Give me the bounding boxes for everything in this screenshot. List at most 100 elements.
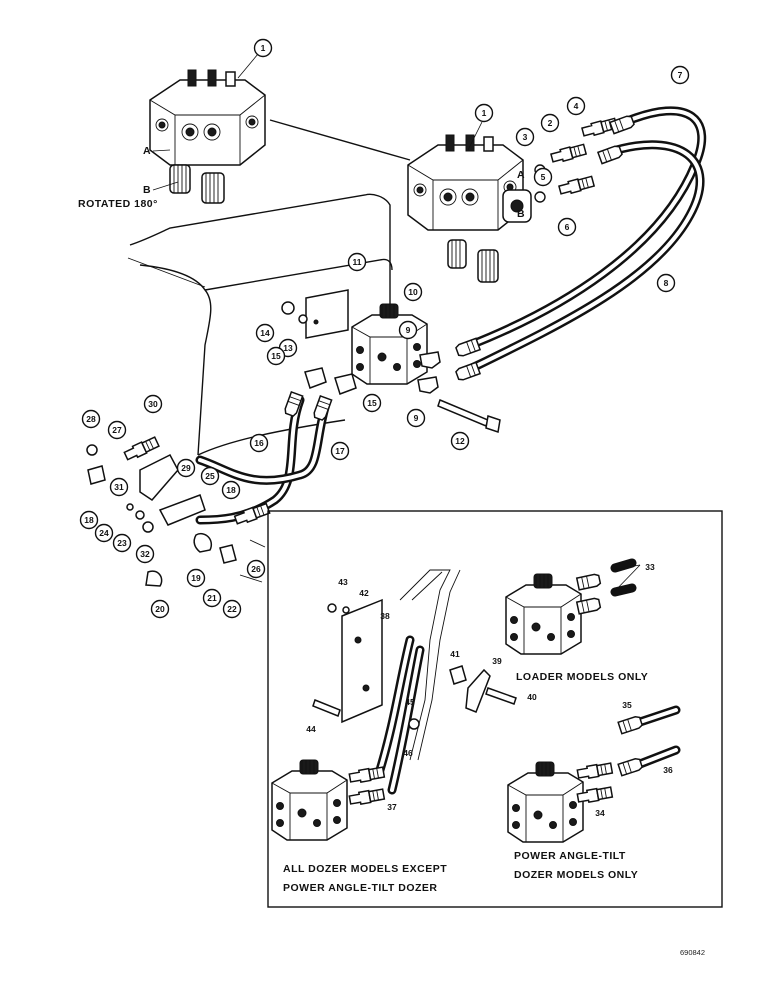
callout-circle xyxy=(670,65,690,85)
callout-circle xyxy=(186,568,206,588)
callout-circle xyxy=(221,480,241,500)
callout-c1b: 1 xyxy=(474,103,494,123)
port-a-left: A xyxy=(143,145,151,157)
part-number-n41: 41 xyxy=(450,649,460,659)
pat-caption-line2: DOZER MODELS ONLY xyxy=(514,869,638,881)
callout-circle xyxy=(403,282,423,302)
callout-number: 5 xyxy=(541,172,546,182)
callout-c20: 20 xyxy=(150,599,170,619)
control-valve-rotated xyxy=(149,69,266,204)
callout-c22: 22 xyxy=(222,599,242,619)
callout-c29: 29 xyxy=(176,458,196,478)
part-number-n39: 39 xyxy=(492,656,502,666)
callout-number: 25 xyxy=(205,471,215,481)
part-number-n37: 37 xyxy=(387,802,397,812)
callout-c14: 14 xyxy=(255,323,275,343)
callout-number: 28 xyxy=(86,414,96,424)
callout-c8: 8 xyxy=(656,273,676,293)
inset-block-loader xyxy=(505,573,582,655)
callouts-layer: 1123456789910111213141515161718181920212… xyxy=(79,38,690,619)
callout-number: 21 xyxy=(207,593,217,603)
part-number-n43: 43 xyxy=(338,577,348,587)
callout-c18b: 18 xyxy=(79,510,99,530)
hose-16 xyxy=(195,395,305,525)
part-number-n36: 36 xyxy=(663,765,673,775)
callout-number: 15 xyxy=(271,351,281,361)
callout-circle xyxy=(266,346,286,366)
callout-circle xyxy=(255,323,275,343)
part-number-n46: 46 xyxy=(403,748,413,758)
control-valve xyxy=(407,134,532,283)
part-number-n35: 35 xyxy=(622,700,632,710)
callout-circle xyxy=(79,510,99,530)
callout-c16: 16 xyxy=(249,433,269,453)
callout-circle xyxy=(222,599,242,619)
callout-circle xyxy=(107,420,127,440)
callout-c15a: 15 xyxy=(266,346,286,366)
callout-circle xyxy=(81,409,101,429)
callout-number: 8 xyxy=(664,278,669,288)
callout-number: 18 xyxy=(226,485,236,495)
callout-c11: 11 xyxy=(347,252,367,272)
callout-c9a: 9 xyxy=(398,320,418,340)
callout-number: 18 xyxy=(84,515,94,525)
callout-c5: 5 xyxy=(533,167,553,187)
inset-block-pat xyxy=(507,761,584,843)
dozer-caption-line2: POWER ANGLE-TILT DOZER xyxy=(283,882,438,894)
inset-block-dozer xyxy=(271,759,348,841)
callout-circle xyxy=(246,559,266,579)
loader-hoses xyxy=(610,558,637,597)
callout-c32: 32 xyxy=(135,544,155,564)
callout-number: 13 xyxy=(283,343,293,353)
callout-number: 16 xyxy=(254,438,264,448)
hydraulic-tank xyxy=(127,193,393,456)
relief-valve-block xyxy=(351,303,428,385)
cover-plate xyxy=(305,289,349,339)
callout-c15b: 15 xyxy=(362,393,382,413)
callout-number: 23 xyxy=(117,538,127,548)
pat-caption-line1: POWER ANGLE-TILT xyxy=(514,850,626,862)
callout-c4: 4 xyxy=(566,96,586,116)
part-number-n34: 34 xyxy=(595,808,605,818)
rotated-label: ROTATED 180° xyxy=(78,198,158,210)
callout-circle xyxy=(515,127,535,147)
elbow-fittings xyxy=(304,367,357,395)
callout-c25: 25 xyxy=(200,466,220,486)
callout-number: 29 xyxy=(181,463,191,473)
callout-number: 12 xyxy=(455,436,465,446)
part-number-n44: 44 xyxy=(306,724,316,734)
part-number-n40: 40 xyxy=(527,692,537,702)
port-b-left: B xyxy=(143,184,151,196)
inset-frame xyxy=(267,510,723,908)
callout-number: 15 xyxy=(367,398,377,408)
callout-circle xyxy=(94,523,114,543)
callout-number: 27 xyxy=(112,425,122,435)
callout-c17: 17 xyxy=(330,441,350,461)
callout-circle xyxy=(347,252,367,272)
callout-circle xyxy=(656,273,676,293)
hose-8 xyxy=(463,140,705,375)
callout-circle xyxy=(253,38,273,58)
callout-circle xyxy=(176,458,196,478)
figure-id: 690842 xyxy=(680,948,705,957)
inset-dozer-assembly xyxy=(312,569,517,795)
callout-number: 30 xyxy=(148,399,158,409)
callout-circle xyxy=(533,167,553,187)
callout-number: 31 xyxy=(114,482,124,492)
callout-c19: 19 xyxy=(186,568,206,588)
callout-circle xyxy=(143,394,163,414)
callout-c21: 21 xyxy=(202,588,222,608)
callout-c30: 30 xyxy=(143,394,163,414)
callout-c31: 31 xyxy=(109,477,129,497)
callout-number: 10 xyxy=(408,287,418,297)
callout-number: 32 xyxy=(140,549,150,559)
callout-number: 19 xyxy=(191,573,201,583)
part-number-n33: 33 xyxy=(645,562,655,572)
callout-c26: 26 xyxy=(246,559,266,579)
callout-c2: 2 xyxy=(540,113,560,133)
callout-circle xyxy=(150,599,170,619)
callout-c1a: 1 xyxy=(253,38,273,58)
callout-number: 1 xyxy=(261,43,266,53)
callout-c24: 24 xyxy=(94,523,114,543)
callout-number: 2 xyxy=(548,118,553,128)
